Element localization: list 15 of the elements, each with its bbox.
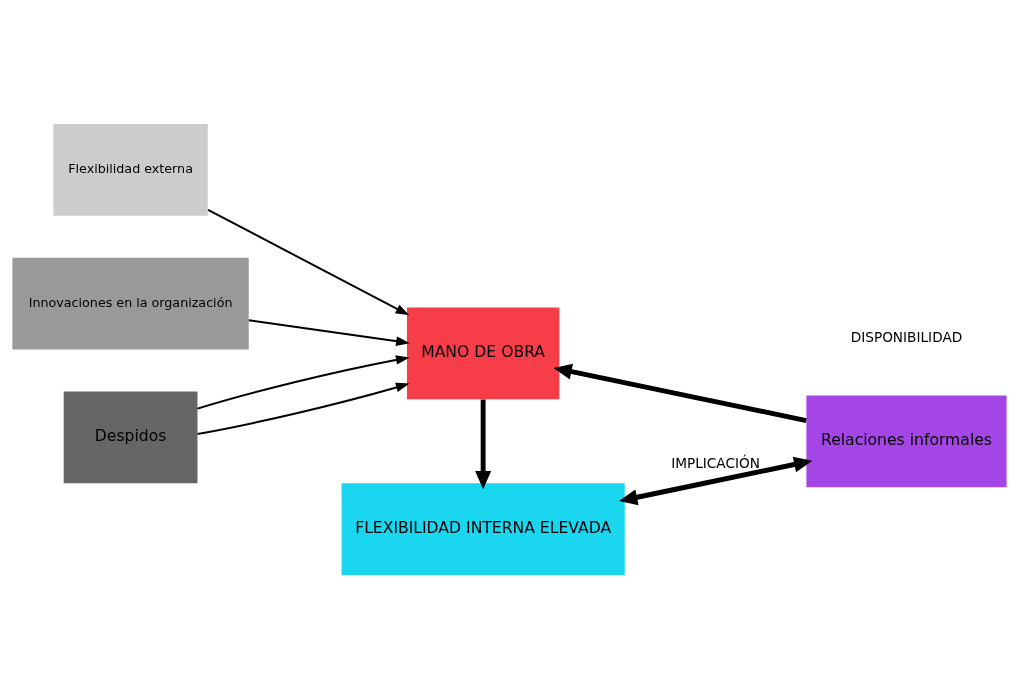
arrow: [247, 318, 410, 346]
label: DISPONIBILIDAD: [850, 328, 963, 345]
node-box: Relaciones informales: [806, 394, 1007, 487]
node-box: FLEXIBILIDAD INTERNA ELEVADA: [341, 482, 625, 575]
arrow: [553, 363, 807, 423]
node-box: Despidos: [63, 391, 198, 483]
node-box: Flexibilidad externa: [53, 123, 208, 216]
arrow: [196, 354, 410, 410]
arrow: [475, 399, 492, 489]
arrow: [207, 208, 410, 315]
edge-label: IMPLICACIÓN: [671, 454, 760, 471]
arrow: [196, 382, 410, 435]
arrow: [619, 456, 813, 505]
node-box: Innovaciones en la organización: [12, 257, 249, 349]
node-box: MANO DE OBRA: [406, 307, 560, 399]
